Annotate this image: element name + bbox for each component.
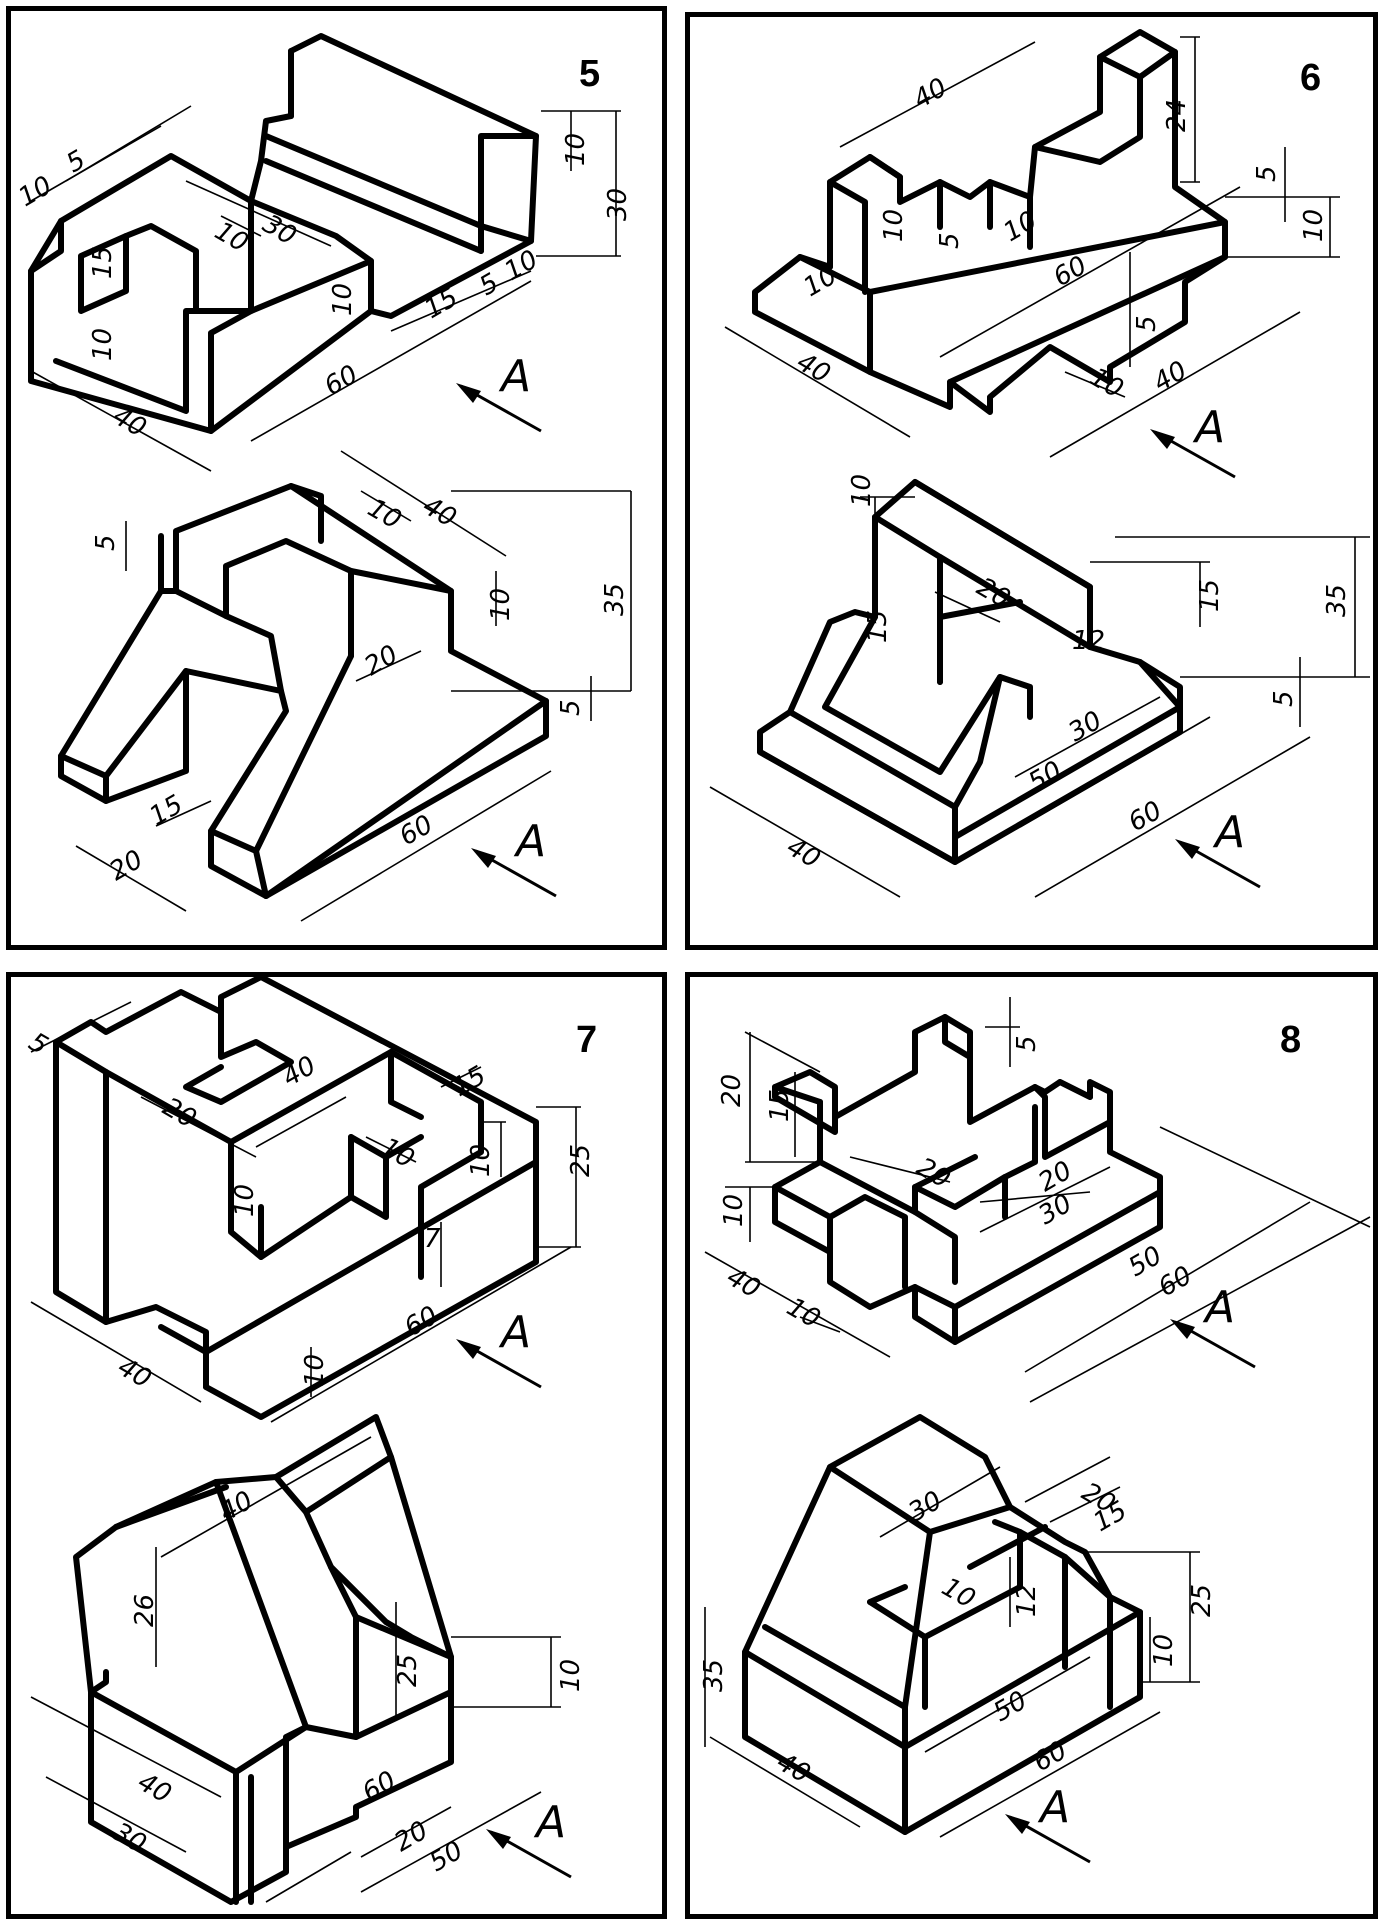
dim-label: 40 — [1149, 356, 1193, 399]
view-label: A — [1037, 1782, 1070, 1833]
dim-label: 12 — [1072, 626, 1105, 656]
dim-label: 10 — [719, 1194, 749, 1227]
dim-label: 24 — [1162, 99, 1192, 132]
view-direction-5-top: A — [456, 351, 542, 433]
dim-label: 60 — [320, 360, 364, 403]
dim-label: 10 — [799, 261, 843, 304]
dim-label: 40 — [108, 401, 152, 444]
dim-label: 30 — [603, 188, 633, 221]
dim-label: 15 — [145, 790, 189, 833]
dim-label: 10 — [561, 133, 591, 166]
view-direction-5-bottom: A — [471, 816, 557, 898]
part-6-bottom — [709, 479, 1370, 898]
part-8-bottom — [704, 1414, 1200, 1838]
dim-label: 35 — [1322, 584, 1352, 617]
panel-5: 5 — [6, 6, 667, 950]
view-direction-7-top: A — [456, 1307, 542, 1389]
panel-7: 7 — [6, 972, 667, 1919]
view-direction-8-top: A — [1170, 1282, 1256, 1369]
panel-6: 6 40 — [685, 12, 1378, 950]
dim-label: 15 — [88, 246, 118, 279]
dim-label: 40 — [133, 1767, 177, 1810]
dim-label: 35 — [699, 1659, 729, 1692]
dim-label: 15 — [1195, 579, 1225, 612]
dim-label: 10 — [14, 171, 58, 214]
dim-label: 5 — [1132, 315, 1162, 332]
part-5-top-dims: 10 5 30 10 15 10 10 30 10 15 5 10 60 40 — [14, 133, 634, 444]
panel-number: 5 — [579, 53, 601, 95]
part-5-top — [28, 33, 621, 472]
dim-label: 15 — [863, 610, 893, 643]
part-8-top — [704, 997, 1371, 1403]
view-direction-6-bottom: A — [1175, 807, 1261, 889]
dim-label: 10 — [328, 283, 358, 316]
view-direction-7-bottom: A — [486, 1797, 572, 1879]
dim-label: 10 — [363, 493, 407, 536]
dim-label: 5 — [24, 1027, 53, 1061]
view-label: A — [533, 1797, 566, 1848]
dim-label: 10 — [999, 206, 1043, 249]
dim-label: 35 — [600, 583, 630, 616]
view-label: A — [513, 816, 546, 867]
dim-label: 60 — [1124, 796, 1168, 839]
dim-label: 30 — [1034, 1189, 1078, 1232]
view-label: A — [498, 1307, 531, 1358]
view-direction-8-bottom: A — [1005, 1782, 1091, 1864]
dim-label: 26 — [130, 1594, 160, 1627]
dim-label: 15 — [765, 1089, 795, 1122]
dim-label: 5 — [1252, 165, 1282, 182]
dim-label: 10 — [230, 1184, 260, 1217]
part-7-bottom — [30, 1414, 561, 1905]
dim-label: 25 — [1187, 1584, 1217, 1617]
part-7-top — [30, 977, 581, 1423]
panel-7-drawing: 40 15 25 10 10 10 7 5 20 10 60 40 A — [24, 977, 596, 1905]
dim-label: 5 — [1269, 690, 1299, 707]
view-label: A — [1202, 1282, 1235, 1333]
dim-label: 7 — [424, 1224, 441, 1254]
dim-label: 10 — [486, 588, 516, 621]
dim-label: 10 — [1299, 209, 1329, 242]
dim-label: 40 — [722, 1262, 766, 1305]
dim-label: 20 — [158, 1092, 202, 1135]
dim-label: 12 — [1012, 1584, 1042, 1617]
dim-label: 20 — [105, 845, 149, 888]
dim-label: 5 — [556, 699, 586, 716]
dim-label: 10 — [300, 1354, 330, 1387]
panel-number: 6 — [1300, 57, 1322, 99]
panel-number: 8 — [1280, 1019, 1302, 1061]
dim-label: 10 — [1149, 1634, 1179, 1667]
dim-label: 10 — [556, 1659, 586, 1692]
part-6-top — [724, 29, 1340, 458]
view-direction-6-top: A — [1150, 402, 1236, 479]
dim-label: 20 — [717, 1074, 747, 1107]
dim-label: 40 — [909, 73, 953, 116]
dim-label: 25 — [393, 1654, 423, 1687]
dim-label: 25 — [566, 1144, 596, 1177]
dim-label: 10 — [88, 328, 118, 361]
dim-label: 5 — [91, 534, 121, 551]
dim-label: 10 — [466, 1144, 496, 1177]
view-label: A — [498, 351, 531, 402]
dim-label: 10 — [500, 245, 544, 288]
panel-8: 8 — [685, 972, 1378, 1919]
dim-label: 5 — [935, 232, 965, 249]
dim-label: 10 — [210, 216, 254, 259]
dim-label: 40 — [418, 491, 462, 534]
dim-label: 40 — [782, 832, 826, 875]
dim-label: 15 — [420, 283, 464, 326]
panel-6-drawing: 40 24 5 10 10 5 10 60 10 5 10 40 40 A — [709, 29, 1370, 898]
dim-label: 30 — [1064, 706, 1108, 749]
dim-label: 10 — [879, 209, 909, 242]
part-5-bottom — [58, 450, 632, 922]
view-label: A — [1192, 402, 1225, 453]
view-label: A — [1212, 807, 1245, 858]
dim-label: 5 — [62, 145, 91, 179]
panel-number: 7 — [576, 1019, 598, 1061]
panel-8-drawing: 5 20 15 20 20 10 30 50 60 40 10 A — [699, 997, 1371, 1864]
dim-label: 5 — [1012, 1035, 1042, 1052]
dim-label: 10 — [847, 474, 877, 507]
panel-5-drawing: 10 5 30 10 15 10 10 30 10 15 5 10 60 40 … — [14, 33, 634, 922]
dim-label: 40 — [113, 1352, 157, 1395]
